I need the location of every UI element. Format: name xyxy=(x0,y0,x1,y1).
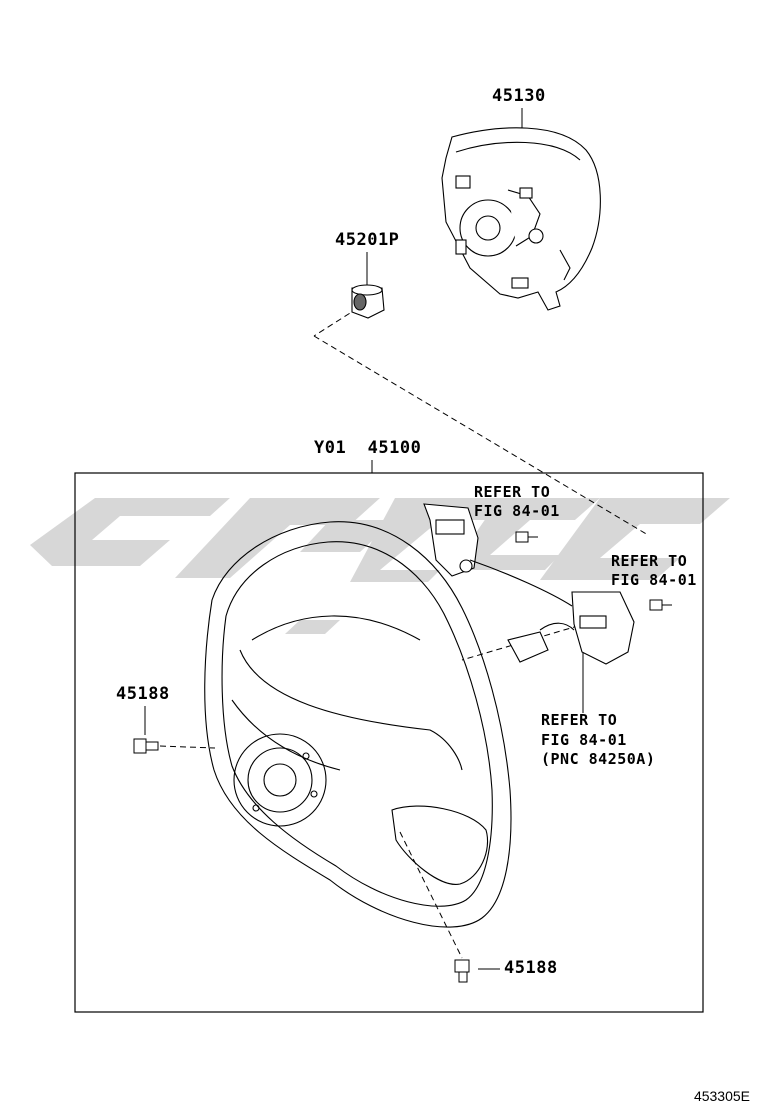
ref-note-3-line2: FIG 84-01 xyxy=(541,731,627,749)
label-45188-bottom: 45188 xyxy=(504,958,558,978)
ref-note-3-line3: (PNC 84250A) xyxy=(541,750,656,768)
screw-bottom xyxy=(454,959,470,983)
ref-note-2-line1: REFER TO xyxy=(611,552,688,570)
leader-lines xyxy=(144,108,584,970)
assembly-frame xyxy=(74,472,704,1013)
screw-left xyxy=(133,738,159,754)
label-45201p: 45201P xyxy=(335,230,400,250)
label-45188-left: 45188 xyxy=(116,684,170,704)
nut xyxy=(351,284,385,319)
label-45130: 45130 xyxy=(492,86,546,106)
switch-assembly xyxy=(423,503,635,665)
ref-note-2-line2: FIG 84-01 xyxy=(611,571,697,589)
steering-wheel xyxy=(204,521,512,928)
figure-id: 453305E xyxy=(693,1088,750,1104)
label-45100: Y01 45100 xyxy=(314,438,422,458)
dashed-lines xyxy=(159,307,649,959)
screw-right xyxy=(649,599,672,611)
ref-note-1-line1: REFER TO xyxy=(474,483,551,501)
screw-right-top xyxy=(515,531,538,543)
ref-note-3-line1: REFER TO xyxy=(541,711,618,729)
ref-note-1-line2: FIG 84-01 xyxy=(474,502,560,520)
watermark-logo xyxy=(30,498,730,634)
airbag-pad xyxy=(441,127,601,311)
